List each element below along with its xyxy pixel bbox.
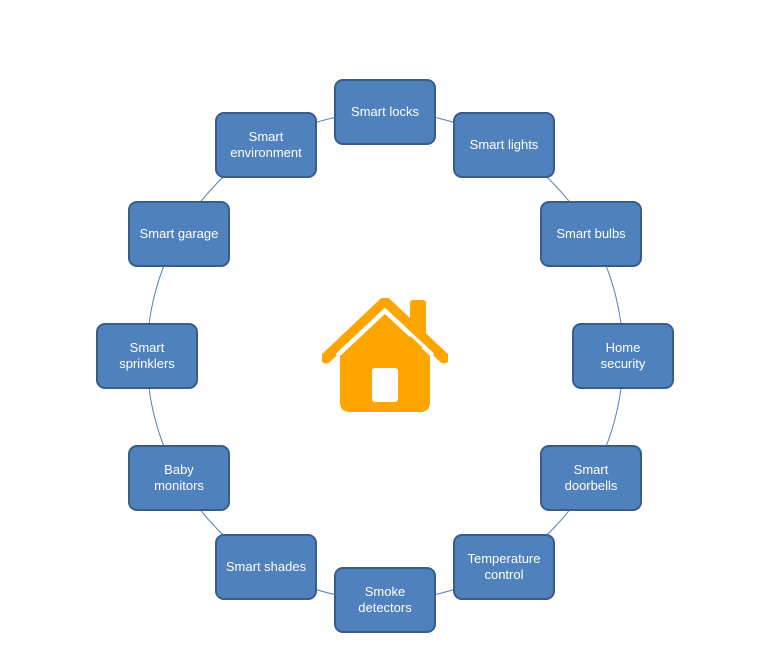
node-smart-lights: Smart lights	[453, 112, 555, 178]
node-label: Smart lights	[469, 137, 539, 152]
node-label: Temperature control	[467, 551, 541, 582]
node-smart-locks: Smart locks	[334, 79, 436, 145]
node-smart-environment: Smart environment	[215, 112, 317, 178]
house-icon	[322, 298, 448, 412]
node-label: Home security	[600, 340, 646, 371]
node-baby-monitors: Baby monitors	[128, 445, 230, 511]
node-smart-shades: Smart shades	[215, 534, 317, 600]
node-label: Smoke detectors	[358, 584, 412, 615]
node-temperature-control: Temperature control	[453, 534, 555, 600]
node-smoke-detectors: Smoke detectors	[334, 567, 436, 633]
node-label: Smart doorbells	[564, 462, 618, 493]
node-smart-bulbs: Smart bulbs	[540, 201, 642, 267]
node-label: Smart locks	[351, 104, 419, 119]
node-smart-doorbells: Smart doorbells	[540, 445, 642, 511]
node-label: Smart shades	[225, 559, 307, 574]
node-label: Smart garage	[139, 226, 219, 241]
node-label: Baby monitors	[154, 462, 204, 493]
node-smart-garage: Smart garage	[128, 201, 230, 267]
node-label: Smart environment	[230, 129, 302, 160]
node-home-security: Home security	[572, 323, 674, 389]
node-label: Smart bulbs	[556, 226, 626, 241]
node-smart-sprinklers: Smart sprinklers	[96, 323, 198, 389]
node-label: Smart sprinklers	[119, 340, 175, 371]
